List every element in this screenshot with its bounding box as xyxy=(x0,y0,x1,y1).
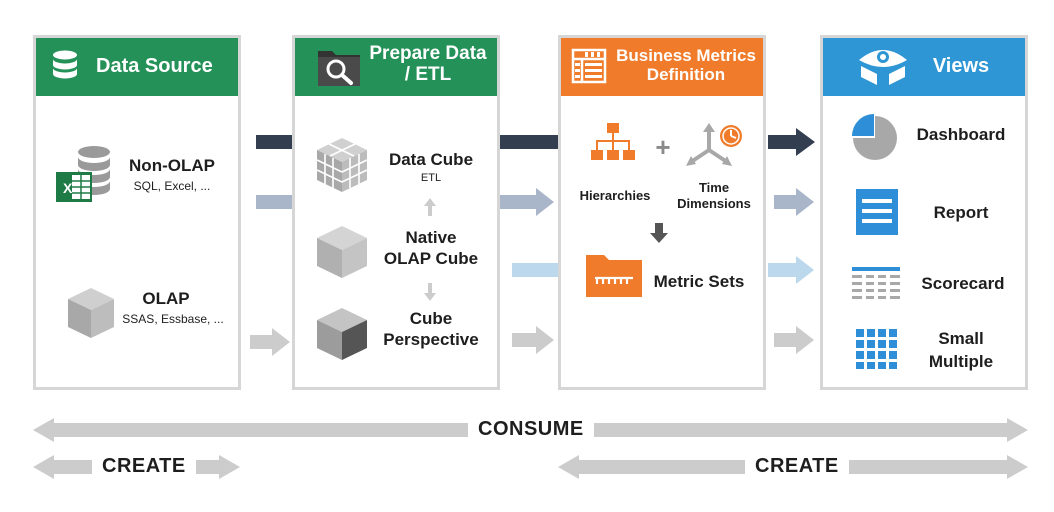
data-cube-title: Data Cube xyxy=(388,150,474,169)
prepare-title-line1: Prepare Data xyxy=(369,43,487,64)
arrow-down-dark-icon xyxy=(650,223,668,243)
perspective-line1: Cube xyxy=(409,309,453,328)
report-label: Report xyxy=(933,203,989,222)
arrow-up-icon xyxy=(424,198,436,216)
arrow-gray-1 xyxy=(250,328,290,356)
small-multiple-line1: Small xyxy=(938,329,984,348)
arrow-light-3 xyxy=(768,256,814,284)
scorecard-icon xyxy=(852,267,900,299)
native-line1: Native xyxy=(405,228,457,247)
arrow-dark-3 xyxy=(768,128,815,156)
metrics-header: Business Metrics Definition xyxy=(561,38,763,96)
views-panel: Views Dashboard Report Scorecard xyxy=(820,35,1028,390)
time-line1: Time xyxy=(698,180,730,195)
arrow-mid-3 xyxy=(774,188,814,216)
arrow-mid-1 xyxy=(256,195,292,209)
arrow-dark-2 xyxy=(500,135,558,149)
time-line2: Dimensions xyxy=(677,196,751,211)
data-source-title: Data Source xyxy=(96,55,213,77)
views-title: Views xyxy=(932,55,990,77)
non-olap-title: Non-OLAP xyxy=(129,156,215,175)
data-cube-sub: ETL xyxy=(420,172,442,184)
excel-database-icon: X xyxy=(56,146,110,202)
metrics-definition-icon xyxy=(571,48,607,84)
arrow-dark-1 xyxy=(256,135,292,149)
small-multiple-icon xyxy=(856,329,897,369)
olap-sub: SSAS, Essbase, ... xyxy=(122,312,224,326)
dashboard-pie-icon xyxy=(852,114,897,160)
metrics-title: Business Metrics Definition xyxy=(611,46,761,84)
arrow-light-2 xyxy=(512,263,558,277)
prepare-title-line2: / ETL xyxy=(404,63,452,85)
dashboard-label: Dashboard xyxy=(916,125,1006,144)
metrics-title-line1: Business Metrics xyxy=(616,46,756,65)
eye-icon xyxy=(859,50,907,85)
data-cube-icon xyxy=(316,138,368,192)
database-icon xyxy=(53,50,77,79)
metrics-title-line2: Definition xyxy=(646,64,726,84)
plus-sign: + xyxy=(655,132,671,162)
non-olap-sub: SQL, Excel, ... xyxy=(133,179,211,193)
perspective-line2: Perspective xyxy=(383,330,479,349)
small-multiple-line2: Multiple xyxy=(928,352,994,371)
arrow-down-icon xyxy=(424,283,436,301)
hierarchy-icon xyxy=(591,123,635,160)
metric-sets-label: Metric Sets xyxy=(653,272,745,291)
metrics-panel: Business Metrics Definition Hierarchies … xyxy=(558,35,766,390)
svg-text:X: X xyxy=(63,180,73,196)
time-dimensions-icon xyxy=(686,123,742,166)
prepare-header: Prepare Data / ETL xyxy=(295,38,497,96)
arrow-mid-2 xyxy=(500,188,554,216)
olap-cube-icon xyxy=(68,288,114,338)
prepare-title: Prepare Data / ETL xyxy=(363,43,493,86)
report-icon xyxy=(856,189,898,235)
cube-perspective-icon xyxy=(317,308,367,360)
data-source-header: Data Source xyxy=(36,38,238,96)
native-line2: OLAP Cube xyxy=(383,249,479,268)
native-olap-cube-icon xyxy=(317,226,367,278)
create-right-label: CREATE xyxy=(745,455,849,478)
hierarchies-label: Hierarchies xyxy=(579,188,651,203)
data-source-panel: Data Source X Non-OLAP SQL, Excel, ... O… xyxy=(33,35,241,390)
scorecard-label: Scorecard xyxy=(921,274,1005,293)
olap-title: OLAP xyxy=(142,289,190,308)
metric-sets-folder-icon xyxy=(586,255,642,297)
views-header: Views xyxy=(823,38,1025,96)
folder-search-icon xyxy=(318,51,360,86)
arrow-gray-3 xyxy=(774,326,814,354)
consume-label: CONSUME xyxy=(468,418,594,441)
prepare-panel: Prepare Data / ETL Data Cube ETL Native … xyxy=(292,35,500,390)
create-left-label: CREATE xyxy=(92,455,196,478)
arrow-gray-2 xyxy=(512,326,554,354)
